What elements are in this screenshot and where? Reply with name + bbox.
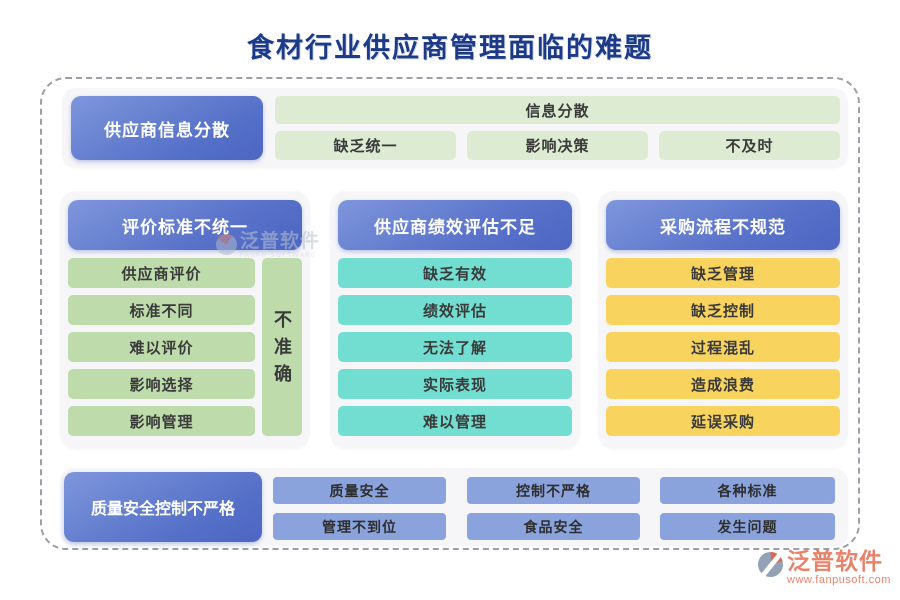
list-item: 影响管理 xyxy=(68,406,255,436)
list-item: 发生问题 xyxy=(660,513,835,540)
card-header-evaluation: 评价标准不统一 xyxy=(68,200,302,250)
section-evaluation-standard: 评价标准不统一 供应商评价 标准不同 难以评价 影响选择 影响管理 不准确 xyxy=(60,191,310,449)
page-title: 食材行业供应商管理面临的难题 xyxy=(247,33,653,63)
section-label-supplier-info: 供应商信息分散 xyxy=(71,96,263,160)
list-item: 影响选择 xyxy=(68,369,255,399)
section-quality-safety: 质量安全控制不严格 质量安全 控制不严格 各种标准 管理不到位 食品安全 发生问… xyxy=(60,468,848,546)
list-item: 供应商评价 xyxy=(68,258,255,288)
list-item: 缺乏统一 xyxy=(275,131,456,160)
list-item: 造成浪费 xyxy=(606,369,840,399)
card-header-procurement: 采购流程不规范 xyxy=(606,200,840,250)
list-item: 绩效评估 xyxy=(338,295,572,325)
item-list: 缺乏有效 绩效评估 无法了解 实际表现 难以管理 xyxy=(338,258,572,436)
list-item: 各种标准 xyxy=(660,477,835,504)
side-note-vertical: 不准确 xyxy=(262,258,302,436)
item-list: 供应商评价 标准不同 难以评价 影响选择 影响管理 xyxy=(68,258,255,436)
logo-brand-text: 泛普软件 xyxy=(787,548,883,574)
list-item: 难以管理 xyxy=(338,406,572,436)
list-item: 管理不到位 xyxy=(273,513,446,540)
item-list: 缺乏管理 缺乏控制 过程混乱 造成浪费 延误采购 xyxy=(606,258,840,436)
fanpu-logo-icon xyxy=(757,551,784,578)
list-item: 不及时 xyxy=(659,131,840,160)
fanpu-logo: 泛普软件 www.fanpusoft.com xyxy=(757,550,891,586)
list-item: 缺乏管理 xyxy=(606,258,840,288)
list-item: 难以评价 xyxy=(68,332,255,362)
list-item: 标准不同 xyxy=(68,295,255,325)
list-item: 实际表现 xyxy=(338,369,572,399)
list-item: 缺乏控制 xyxy=(606,295,840,325)
card-header-performance: 供应商绩效评估不足 xyxy=(338,200,572,250)
section-supplier-info: 供应商信息分散 信息分散 缺乏统一 影响决策 不及时 xyxy=(62,88,848,168)
headline-chip: 信息分散 xyxy=(275,96,840,124)
list-item: 延误采购 xyxy=(606,406,840,436)
section-performance-assessment: 供应商绩效评估不足 缺乏有效 绩效评估 无法了解 实际表现 难以管理 xyxy=(330,191,580,449)
section-label-quality-safety: 质量安全控制不严格 xyxy=(64,472,262,542)
logo-url-text: www.fanpusoft.com xyxy=(787,574,891,586)
dashed-frame xyxy=(40,77,860,550)
section-procurement-process: 采购流程不规范 缺乏管理 缺乏控制 过程混乱 造成浪费 延误采购 xyxy=(598,191,848,449)
list-item: 食品安全 xyxy=(467,513,640,540)
list-item: 缺乏有效 xyxy=(338,258,572,288)
list-item: 无法了解 xyxy=(338,332,572,362)
list-item: 影响决策 xyxy=(467,131,648,160)
list-item: 过程混乱 xyxy=(606,332,840,362)
list-item: 控制不严格 xyxy=(467,477,640,504)
list-item: 质量安全 xyxy=(273,477,446,504)
